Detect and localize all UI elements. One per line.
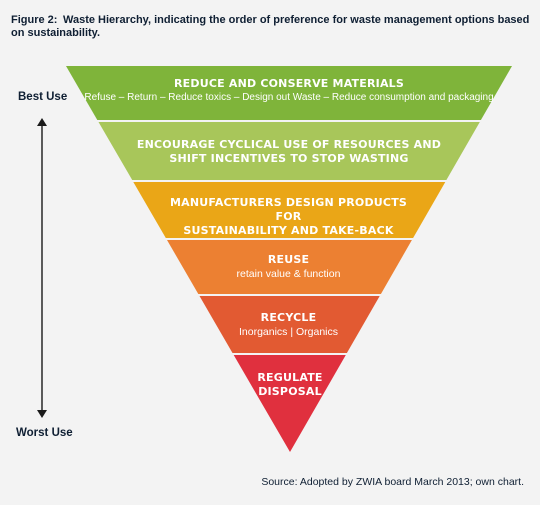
arrow-down-icon [37,410,47,418]
tier-reduce [66,66,512,120]
tier-cyclical-title-line1: ENCOURAGE CYCLICAL USE OF RESOURCES AND [136,138,442,151]
tier-cyclical-text: ENCOURAGE CYCLICAL USE OF RESOURCES AND … [114,138,464,166]
tier-recycle [199,296,380,353]
tier-manufacturers-text: MANUFACTURERS DESIGN PRODUCTS FOR SUSTAI… [161,196,416,238]
tier-reuse-text: REUSE retain value & function [212,253,365,281]
tier-reduce-title: REDUCE AND CONSERVE MATERIALS [174,77,404,90]
tier-cyclical [98,122,480,180]
arrow-up-icon [37,118,47,126]
tier-reduce-text: REDUCE AND CONSERVE MATERIALS Refuse – R… [66,77,512,105]
tier-reuse [167,240,412,294]
tier-manufacturers-title-line1: MANUFACTURERS DESIGN PRODUCTS FOR [169,196,408,223]
tier-recycle-title: RECYCLE [260,311,317,324]
tier-reduce-subtitle: Refuse – Return – Reduce toxics – Design… [84,92,494,103]
figure-title: Waste Hierarchy, indicating the order of… [11,14,530,39]
tier-reuse-subtitle: retain value & function [236,268,341,280]
tier-recycle-subtitle: Inorganics | Organics [238,326,339,338]
figure-number: Figure 2: [11,14,58,26]
tier-disposal-title-line2: DISPOSAL [258,385,322,398]
tier-disposal [233,355,346,452]
preference-arrow [37,118,47,418]
tier-recycle-text: RECYCLE Inorganics | Organics [212,311,365,339]
source-note: Source: Adopted by ZWIA board March 2013… [261,476,524,488]
tier-disposal-text: REGULATE DISPOSAL [240,371,340,399]
tier-reuse-title: REUSE [267,253,310,266]
tier-disposal-title-line1: REGULATE [257,371,323,384]
tier-manufacturers-title-line2: SUSTAINABILITY AND TAKE-BACK [183,224,394,237]
figure-caption: Figure 2:Waste Hierarchy, indicating the… [11,14,531,40]
best-use-label: Best Use [18,91,68,103]
worst-use-label: Worst Use [16,427,73,439]
tier-cyclical-title-line2: SHIFT INCENTIVES TO STOP WASTING [169,152,409,165]
tier-manufacturers [133,182,446,238]
